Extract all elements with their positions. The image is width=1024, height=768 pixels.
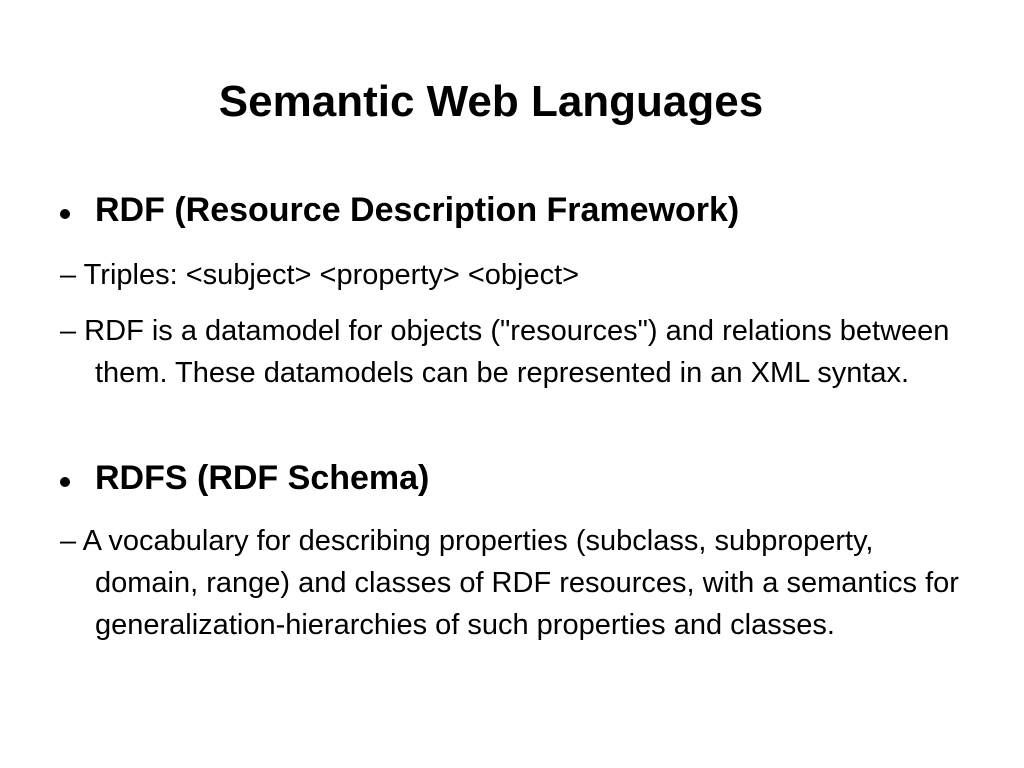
bullet-label: RDF (Resource Description Framework) [95,191,740,229]
subitem-rdfs-vocabulary: – A vocabulary for describing properties… [60,525,959,641]
subitem-rdf-datamodel: – RDF is a datamodel for objects ("resou… [60,315,950,389]
subitem-triples: – Triples: <subject> <property> <object> [60,259,580,291]
bullet-label: RDFS (RDF Schema) [95,459,430,497]
slide-title: Semantic Web Languages [218,77,764,126]
bullet-dot-icon [60,209,70,219]
bullet-dot-icon [60,477,70,487]
